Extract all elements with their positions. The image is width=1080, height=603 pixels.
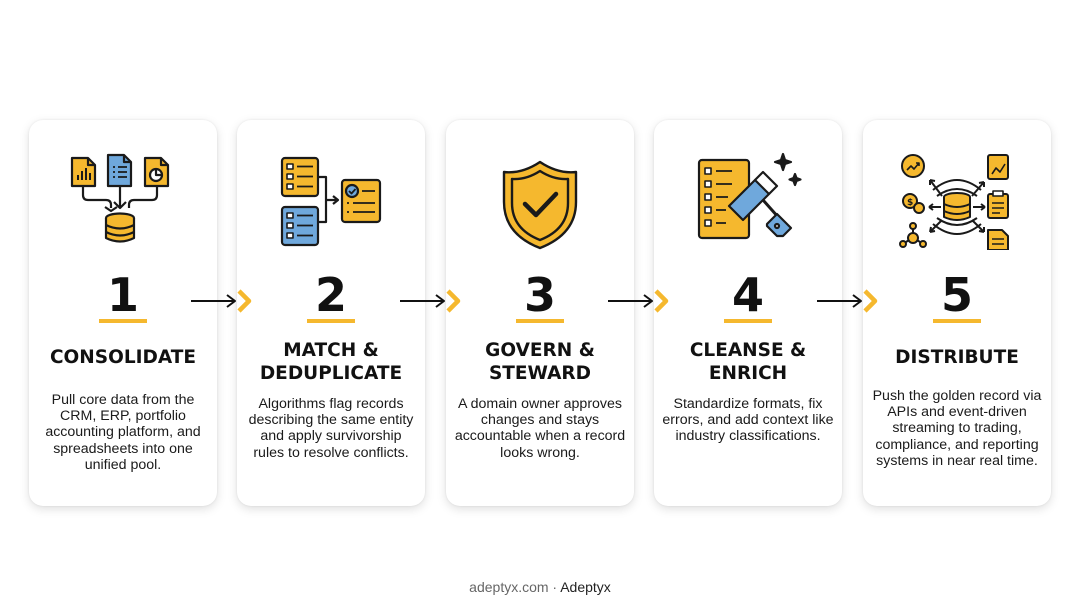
step-number: 1 xyxy=(106,268,139,322)
step-description: Pull core data from the CRM, ERP, portfo… xyxy=(45,392,201,473)
match-icon xyxy=(237,150,425,275)
cleanse-icon xyxy=(654,150,842,275)
arrow-icon xyxy=(191,289,252,313)
step-underline xyxy=(307,319,355,323)
step-description: A domain owner approves changes and stay… xyxy=(454,396,626,461)
step-number: 2 xyxy=(314,268,347,322)
step-underline xyxy=(724,319,772,323)
step-title: GOVERN & STEWARD xyxy=(485,340,595,384)
step-title: MATCH & DEDUPLICATE xyxy=(259,340,403,384)
step-number: 5 xyxy=(940,268,973,322)
step-card-4: 4 CLEANSE & ENRICH Standardize formats, … xyxy=(654,120,842,506)
footer-site: adeptyx.com xyxy=(469,579,549,595)
step-title: CONSOLIDATE xyxy=(49,347,196,368)
step-title: DISTRIBUTE xyxy=(895,347,1019,368)
step-description: Push the golden record via APIs and even… xyxy=(872,388,1042,469)
step-number: 3 xyxy=(523,268,556,322)
step-card-2: 2 MATCH & DEDUPLICATE Algorithms flag re… xyxy=(237,120,425,506)
shield-check-icon xyxy=(446,150,634,275)
step-description: Algorithms flag records describing the s… xyxy=(248,396,414,461)
step-card-1: 1 CONSOLIDATE Pull core data from the CR… xyxy=(29,120,217,506)
step-underline xyxy=(99,319,147,323)
step-title: CLEANSE & ENRICH xyxy=(689,340,807,384)
step-number: 4 xyxy=(731,268,764,322)
svg-text:$: $ xyxy=(907,198,913,208)
step-card-5: $ xyxy=(863,120,1051,506)
consolidate-icon xyxy=(29,150,217,275)
footer-brand: Adeptyx xyxy=(560,579,611,595)
step-card-3: 3 GOVERN & STEWARD A domain owner approv… xyxy=(446,120,634,506)
footer-credit: adeptyx.com · Adeptyx xyxy=(0,579,1080,595)
footer-separator: · xyxy=(548,579,561,595)
step-underline xyxy=(516,319,564,323)
step-description: Standardize formats, fix errors, and add… xyxy=(662,396,834,445)
arrow-icon xyxy=(817,289,878,313)
arrow-icon xyxy=(608,289,669,313)
step-underline xyxy=(933,319,981,323)
arrow-icon xyxy=(400,289,461,313)
distribute-icon: $ xyxy=(863,150,1051,275)
